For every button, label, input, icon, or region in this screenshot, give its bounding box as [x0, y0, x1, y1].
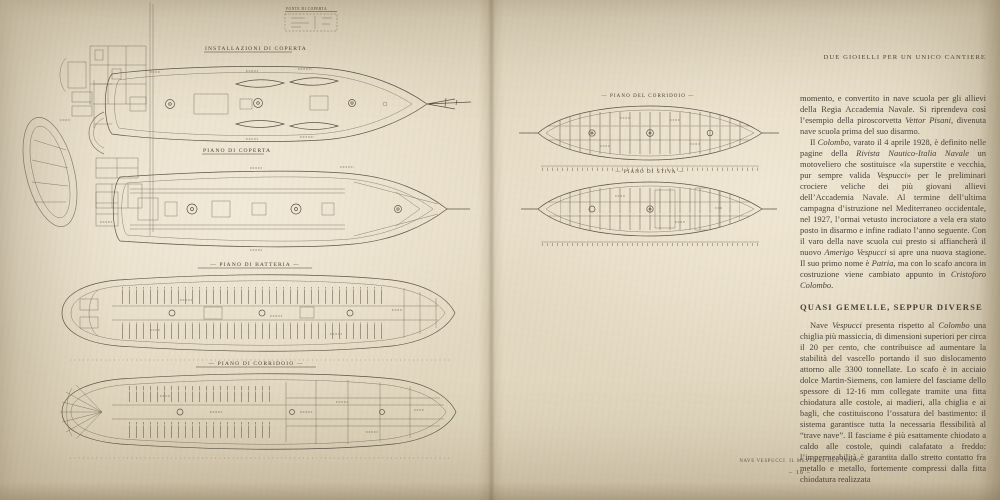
plan-title: — PIANO DEL CORRIDOIO —	[601, 94, 695, 99]
body-text-column: momento, e convertito in nave scuola per…	[800, 93, 986, 485]
running-header: DUE GIOIELLI PER UN UNICO CANTIERE	[823, 54, 986, 61]
footer-book-title: NAVE VESPUCCI. IL MESTIERE DEL TEMPO	[739, 459, 861, 464]
plan-piano-di-coperta: PIANO DI COPERTA	[95, 148, 470, 251]
paragraph-vespucci: Nave Vespucci presenta rispetto al Colom…	[800, 320, 987, 484]
right-page-plans: — PIANO DEL CORRIDOIO — — PIANO DI STIVA…	[519, 94, 779, 247]
plan-piano-di-batteria: — PIANO DI BATTERIA —	[61, 262, 456, 361]
corner-sketch: PONTE DI COPERTA	[284, 7, 338, 32]
section-heading: QUASI GEMELLE, SEPPUR DIVERSE	[800, 302, 983, 312]
plan-installazioni-di-coperta: INSTALLAZIONI DI COPERTA	[71, 46, 472, 142]
page-fold-and-fragments	[22, 2, 154, 236]
corner-label: PONTE DI COPERTA	[286, 7, 327, 11]
left-page-plans: PONTE DI COPERTA	[22, 2, 472, 459]
plan-title: INSTALLAZIONI DI COPERTA	[205, 46, 307, 52]
page-number: – 16 –	[789, 469, 811, 476]
plan-piano-di-stiva: — PIANO DI STIVA —	[521, 170, 777, 247]
paragraph-colombo: Il Colombo, varato il 4 aprile 1928, è d…	[800, 137, 987, 290]
plan-title: — PIANO DI STIVA —	[614, 170, 684, 175]
plan-title: — PIANO DI CORRIDOIO —	[207, 361, 303, 367]
plan-title: PIANO DI COPERTA	[203, 148, 271, 154]
plan-title: — PIANO DI BATTERIA —	[209, 262, 300, 268]
plan-piano-del-corridoio: — PIANO DEL CORRIDOIO —	[519, 94, 779, 171]
plan-piano-di-corridoio: — PIANO DI CORRIDOIO —	[60, 361, 457, 459]
paragraph-continuation: momento, e convertito in nave scuola per…	[800, 93, 986, 136]
